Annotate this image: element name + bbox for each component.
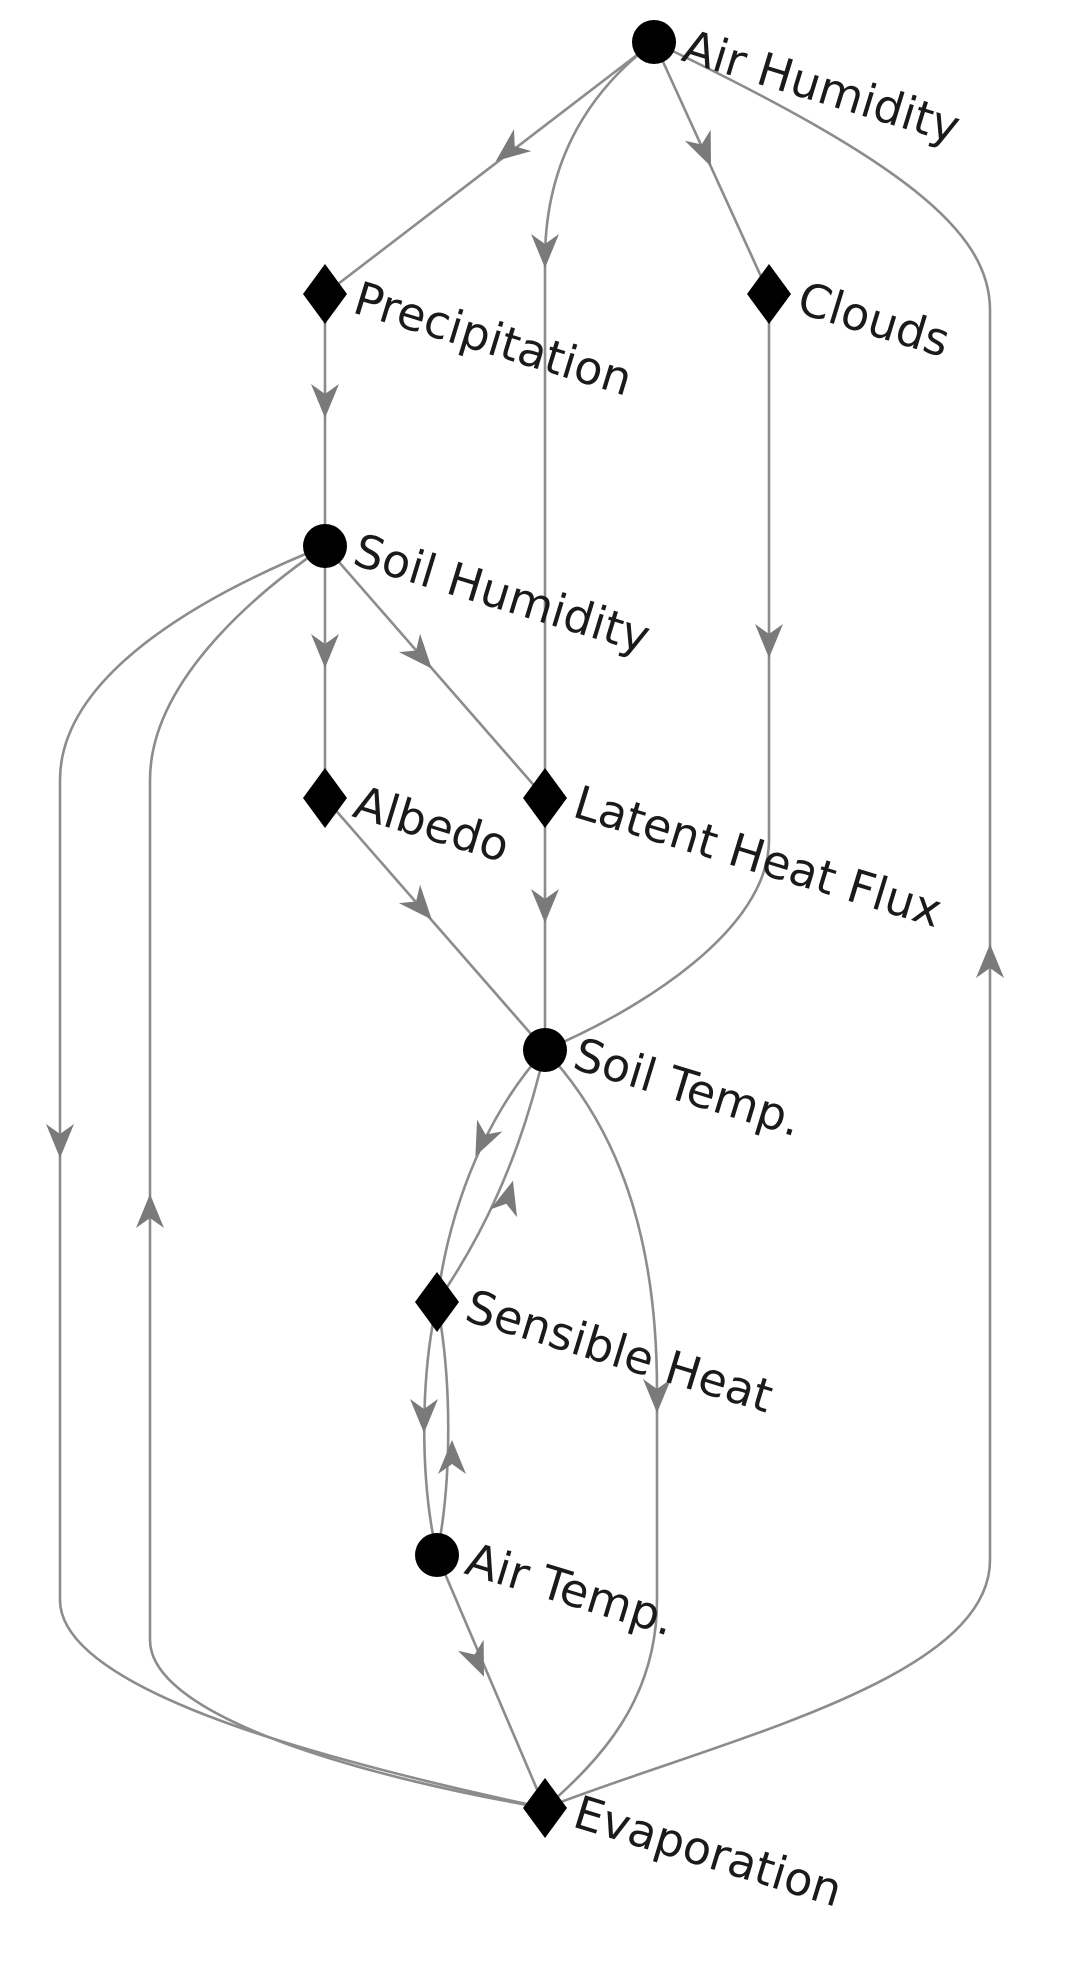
edge-air-humidity-to-precipitation	[324, 40, 655, 296]
node-circle-soil-temp	[523, 1028, 567, 1072]
node-label-evaporation: Evaporation	[568, 1785, 849, 1918]
arrowhead-clouds-to-soil-temp	[755, 624, 783, 658]
edge-soil-temp-to-sensible-heat	[435, 1049, 546, 1303]
node-sensible-heat: Sensible Heat	[415, 1272, 779, 1423]
node-soil-temp: Soil Temp.	[523, 1027, 808, 1147]
arrowhead-air-humidity-to-latent-heat-flux	[531, 234, 559, 268]
arrowhead-soil-temp-to-evaporation	[410, 1399, 438, 1433]
node-label-albedo: Albedo	[348, 775, 516, 873]
edge-sensible-heat-to-air-temp	[435, 1301, 450, 1556]
node-label-latent-heat-flux: Latent Heat Flux	[568, 775, 948, 938]
arrowhead-soil-humidity-to-evaporation	[46, 1124, 74, 1158]
arrowhead-precipitation-to-soil-humidity	[311, 384, 339, 418]
arrowhead-air-humidity-to-precipitation	[495, 129, 532, 162]
node-label-precipitation: Precipitation	[348, 271, 639, 407]
arrowhead-soil-humidity-to-latent-heat-flux	[398, 633, 432, 669]
node-label-soil-temp: Soil Temp.	[568, 1027, 808, 1147]
edge-soil-humidity-to-evaporation	[58, 544, 546, 1810]
node-diamond-sensible-heat	[415, 1272, 459, 1332]
node-soil-humidity: Soil Humidity	[303, 523, 656, 664]
node-albedo: Albedo	[303, 768, 516, 873]
edge-air-humidity-to-latent-heat-flux	[543, 40, 655, 798]
node-label-air-humidity: Air Humidity	[677, 19, 967, 154]
node-label-sensible-heat: Sensible Heat	[460, 1279, 779, 1423]
arrowhead-sensible-heat-to-soil-temp	[490, 1180, 518, 1218]
node-circle-air-temp	[415, 1533, 459, 1577]
arrowhead-soil-temp-to-sensible-heat	[475, 1119, 503, 1157]
edge-air-temp-to-evaporation	[435, 1554, 547, 1809]
node-label-soil-humidity: Soil Humidity	[348, 523, 657, 664]
edge-evaporation-to-soil-humidity	[148, 544, 546, 1810]
arrowhead-air-temp-to-evaporation	[457, 1639, 485, 1677]
arrowhead-soil-humidity-to-albedo	[311, 634, 339, 668]
node-air-humidity: Air Humidity	[632, 19, 966, 154]
node-diamond-clouds	[747, 264, 791, 324]
node-circle-air-humidity	[632, 20, 676, 64]
arrowhead-air-humidity-to-clouds	[684, 129, 712, 167]
node-latent-heat-flux: Latent Heat Flux	[523, 768, 948, 938]
edge-albedo-to-soil-temp	[324, 797, 546, 1051]
node-diamond-latent-heat-flux	[523, 768, 567, 828]
edge-evaporation-to-air-humidity	[544, 40, 992, 1810]
edge-air-temp-to-sensible-heat	[544, 1049, 659, 1809]
node-air-temp: Air Temp.	[415, 1532, 681, 1647]
edge-soil-humidity-to-latent-heat-flux	[324, 545, 546, 799]
arrowhead-evaporation-to-soil-humidity	[136, 1194, 164, 1228]
node-diamond-evaporation	[523, 1778, 567, 1838]
arrowhead-air-temp-to-sensible-heat	[643, 1379, 671, 1413]
edge-sensible-heat-to-soil-temp	[435, 1049, 547, 1303]
arrowhead-latent-heat-flux-to-soil-temp	[531, 889, 559, 923]
edge-layer	[46, 40, 1004, 1810]
edge-air-humidity-to-clouds	[652, 41, 771, 295]
node-circle-soil-humidity	[303, 524, 347, 568]
node-diamond-albedo	[303, 768, 347, 828]
edge-soil-temp-to-evaporation	[422, 1301, 439, 1556]
arrowhead-sensible-heat-to-air-temp	[438, 1440, 466, 1474]
node-precipitation: Precipitation	[303, 264, 639, 407]
node-label-air-temp: Air Temp.	[460, 1532, 681, 1647]
edge-clouds-to-soil-temp	[544, 294, 771, 1052]
arrowhead-evaporation-to-air-humidity	[976, 944, 1004, 978]
node-diamond-precipitation	[303, 264, 347, 324]
node-label-clouds: Clouds	[792, 271, 956, 368]
node-clouds: Clouds	[747, 264, 956, 368]
arrowhead-albedo-to-soil-temp	[398, 884, 432, 920]
